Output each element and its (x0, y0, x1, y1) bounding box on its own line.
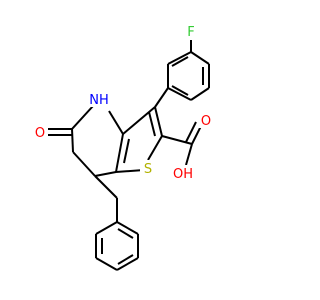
sulfur-label: S (144, 162, 152, 177)
bond-thiophene-c3-c2 (154, 106, 163, 137)
bond-phenyl-double-c (117, 228, 134, 239)
bond-fluorophenyl-double-c (171, 56, 189, 67)
bond-phenyl-5 (116, 257, 139, 271)
bond-thiophene-c3-c2-double (148, 111, 156, 137)
bond-fluorophenyl-6 (167, 51, 192, 65)
atom-labels: F NH O S O OH (32, 23, 214, 182)
bond-c7-phenyl (94, 175, 118, 199)
bond-phenyl-7 (116, 221, 139, 235)
bond-thiophene-c3a-c3 (122, 106, 156, 135)
carbonyl-oxygen-label: O (201, 114, 211, 129)
bond-fluorophenyl-4 (167, 87, 192, 101)
structure-diagram: F NH O S O OH (32, 23, 214, 271)
lactam-oxygen-label: O (35, 126, 45, 141)
bond-thiophene-s-c7a (115, 169, 145, 173)
bond-thiophene-c7a-c3a (115, 133, 124, 173)
nitrogen-label: NH (89, 93, 109, 108)
bond-carboxyl-oh (185, 143, 193, 166)
bond-fluorophenyl-3 (190, 87, 210, 101)
fluorine-label: F (187, 25, 194, 40)
bond-c2-carboxyl (161, 135, 193, 145)
bond-fluorophenyl-1 (190, 51, 210, 65)
bond-carboxyl-co-double (185, 121, 197, 143)
bond-phenyl-4 (95, 257, 118, 271)
bond-c3a-n (108, 110, 124, 135)
bond-fluorophenyl-double-b (171, 85, 189, 96)
hydroxyl-label: OH (173, 167, 193, 182)
bond-phenyl-double-b (117, 254, 134, 265)
bond-thiophene-c7a-c3a-double (123, 138, 130, 164)
bond-c7-c7a (94, 171, 117, 177)
bond-lines (47, 40, 210, 271)
bond-phenyl-2 (95, 221, 118, 235)
bond-thiophene-c2-s (147, 135, 163, 161)
bond-c5-c6 (71, 128, 74, 153)
bond-n-c5 (71, 105, 94, 130)
bond-aryl-c3 (154, 87, 169, 108)
bond-c6-c7 (72, 151, 96, 177)
